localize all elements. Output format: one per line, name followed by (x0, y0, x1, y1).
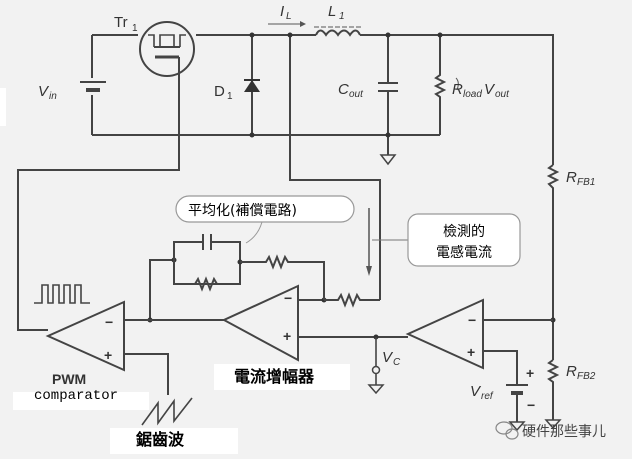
control-voltage-node (367, 334, 385, 395)
input-battery-symbol (80, 35, 106, 135)
output-voltage-sub: out (495, 89, 510, 100)
output-voltage-label: V (484, 81, 496, 98)
inductor-label: L (328, 3, 336, 20)
sensed-current-label-2: 電感電流 (436, 244, 492, 261)
control-voltage-label: V (382, 349, 394, 366)
wechat-icon (495, 421, 519, 440)
input-voltage-label: V (38, 83, 50, 100)
transistor-label: Tr (114, 14, 128, 31)
averaging-callout: 平均化(補償電路) (175, 195, 355, 244)
sawtooth-waveform-icon (141, 397, 193, 426)
feedback-divider (544, 164, 562, 430)
sensed-current-arrow (366, 208, 408, 276)
output-cap-label: C (338, 81, 349, 98)
current-amplifier: − + (124, 234, 408, 362)
diode-symbol (244, 32, 260, 138)
diode-sub: 1 (227, 91, 233, 102)
load-resistor-symbol (433, 32, 447, 135)
error-amp-plus: + (467, 344, 475, 360)
error-amp-minus: − (468, 312, 476, 328)
reference-battery-symbol (506, 384, 528, 432)
load-sub: load (463, 89, 482, 100)
transistor-sub: 1 (132, 23, 138, 34)
sensed-current-label-1: 檢測的 (443, 223, 485, 240)
current-amplifier-label: 電流增幅器 (234, 367, 315, 386)
pwm-minus: − (105, 314, 113, 330)
inductor-current-sub: L (286, 11, 292, 22)
diode-label: D (214, 83, 225, 100)
output-capacitor-symbol (378, 32, 398, 166)
inductor-sub: 1 (339, 11, 345, 22)
inductor-current-arrow (268, 21, 306, 27)
feedback-r1-sub: FB1 (577, 177, 595, 188)
inductor-symbol (314, 26, 362, 37)
watermark-text: 硬件那些事儿 (522, 424, 606, 440)
error-amplifier: − + (405, 298, 553, 385)
output-cap-sub: out (349, 89, 364, 100)
mosfet-transistor-symbol (17, 21, 195, 331)
vref-minus-sign: − (527, 397, 535, 413)
sensed-current-callout: 檢測的 電感電流 (407, 213, 521, 267)
comparator-label: comparator (34, 388, 118, 404)
pwm-label: PWM (52, 371, 86, 387)
load-label: R (452, 81, 463, 98)
feedback-r2-sub: FB2 (577, 371, 596, 382)
reference-voltage-sub: ref (481, 391, 494, 402)
pwm-comparator: − + (45, 300, 169, 395)
feedback-r1-label: R (566, 169, 577, 186)
inductor-current-label: I (280, 3, 284, 20)
input-voltage-sub: in (49, 91, 57, 102)
reference-voltage-label: V (470, 383, 482, 400)
feedback-r2-label: R (566, 363, 577, 380)
watermark: 硬件那些事儿 (495, 421, 606, 440)
pwm-waveform-icon (34, 284, 90, 304)
current-amp-plus: + (283, 328, 291, 344)
current-amp-minus: − (284, 290, 292, 306)
power-stage (17, 21, 554, 331)
vref-plus-sign: + (526, 365, 534, 381)
pwm-plus: + (104, 347, 112, 363)
averaging-label: 平均化(補償電路) (188, 203, 297, 219)
sawtooth-label: 鋸齒波 (136, 430, 185, 449)
control-voltage-sub: C (393, 357, 401, 368)
